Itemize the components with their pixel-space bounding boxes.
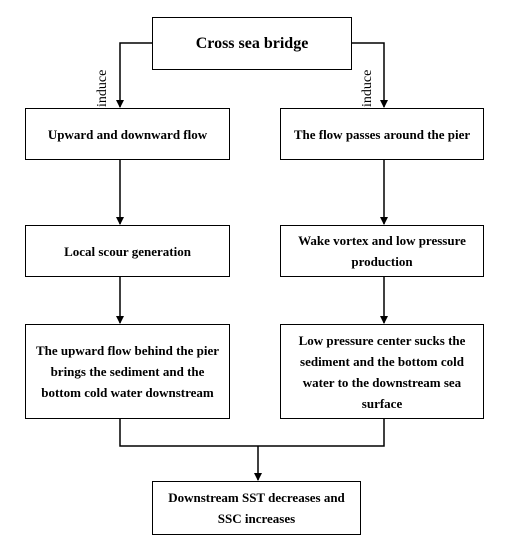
- edge-label-induce-left: induce: [95, 69, 110, 107]
- node-flow-around-pier: The flow passes around the pier: [280, 108, 484, 160]
- edge-merge: [119, 419, 385, 447]
- node-local-scour-generation: Local scour generation: [25, 225, 230, 277]
- node-outcome-sst-ssc: Downstream SST decreases and SSC increas…: [152, 481, 361, 535]
- node-upward-flow-sediment: The upward flow behind the pier brings t…: [25, 324, 230, 419]
- node-cross-sea-bridge: Cross sea bridge: [152, 17, 352, 70]
- edge-root-to-left: [116, 42, 152, 108]
- node-low-pressure-center: Low pressure center sucks the sediment a…: [280, 324, 484, 419]
- node-wake-vortex: Wake vortex and low pressure production: [280, 225, 484, 277]
- node-upward-downward-flow: Upward and downward flow: [25, 108, 230, 160]
- edge-root-to-right: [352, 42, 388, 108]
- edge-label-induce-right: induce: [360, 69, 375, 107]
